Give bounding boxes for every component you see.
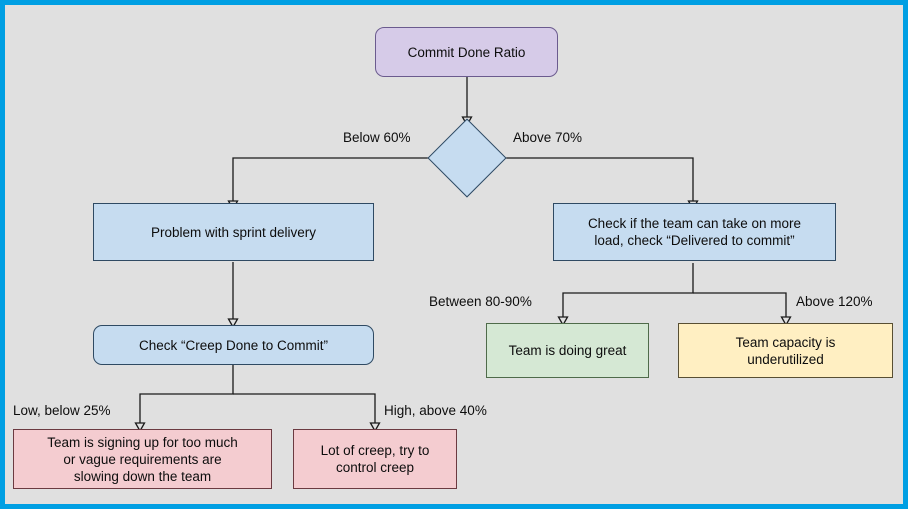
node-label-lot-of-creep-line2: control creep xyxy=(335,460,415,475)
edge-creep-right xyxy=(233,393,376,423)
node-label-signing-up-line1: Team is signing up for too much xyxy=(47,434,238,450)
node-label-check-creep: Check “Creep Done to Commit” xyxy=(138,337,329,353)
edge-label-above-70: Above 70% xyxy=(513,130,583,145)
node-label-signing-up-line2: or vague requirements are xyxy=(63,451,222,467)
node-label-team-capacity-line2: underutilized xyxy=(747,351,824,367)
edge-label-low-below-25: Low, below 25% xyxy=(13,403,111,418)
edge-decision-left xyxy=(232,157,433,201)
node-ratio-decision[interactable] xyxy=(427,118,507,198)
node-label-problem-sprint-delivery: Problem with sprint delivery xyxy=(150,224,317,240)
node-problem-sprint-delivery[interactable]: Problem with sprint delivery xyxy=(93,203,374,261)
node-label-signing-up-line3: slowing down the team xyxy=(73,468,212,484)
edge-label-between-80-90: Between 80-90% xyxy=(429,294,532,309)
node-check-creep-done-to-commit[interactable]: Check “Creep Done to Commit” xyxy=(93,325,374,365)
edge-label-below-60: Below 60% xyxy=(343,130,411,145)
node-label-team-capacity-line1: Team capacity is xyxy=(735,334,836,350)
edge-decision-right xyxy=(505,157,694,201)
node-commit-done-ratio[interactable]: Commit Done Ratio xyxy=(375,27,558,77)
node-label-commit-done-ratio: Commit Done Ratio xyxy=(407,44,526,60)
edge-label-above-120: Above 120% xyxy=(796,294,873,309)
edge-creep-left xyxy=(139,363,234,423)
node-team-doing-great[interactable]: Team is doing great xyxy=(486,323,649,378)
node-label-team-doing-great: Team is doing great xyxy=(508,343,627,358)
node-label-lot-of-creep-line1: Lot of creep, try to xyxy=(320,443,430,458)
edge-check-team-right xyxy=(693,292,787,317)
node-label-check-team-capacity-line1: Check if the team can take on more xyxy=(587,216,802,231)
node-signing-up-too-much[interactable]: Team is signing up for too much or vague… xyxy=(13,429,272,489)
edge-label-high-above-40: High, above 40% xyxy=(384,403,487,418)
edge-check-team-left xyxy=(562,263,694,317)
node-label-check-team-capacity-line2: load, check “Delivered to commit” xyxy=(594,233,795,248)
node-team-capacity-underutilized[interactable]: Team capacity is underutilized xyxy=(678,323,893,378)
node-lot-of-creep[interactable]: Lot of creep, try to control creep xyxy=(293,429,457,489)
node-check-team-capacity[interactable]: Check if the team can take on more load,… xyxy=(553,203,836,261)
